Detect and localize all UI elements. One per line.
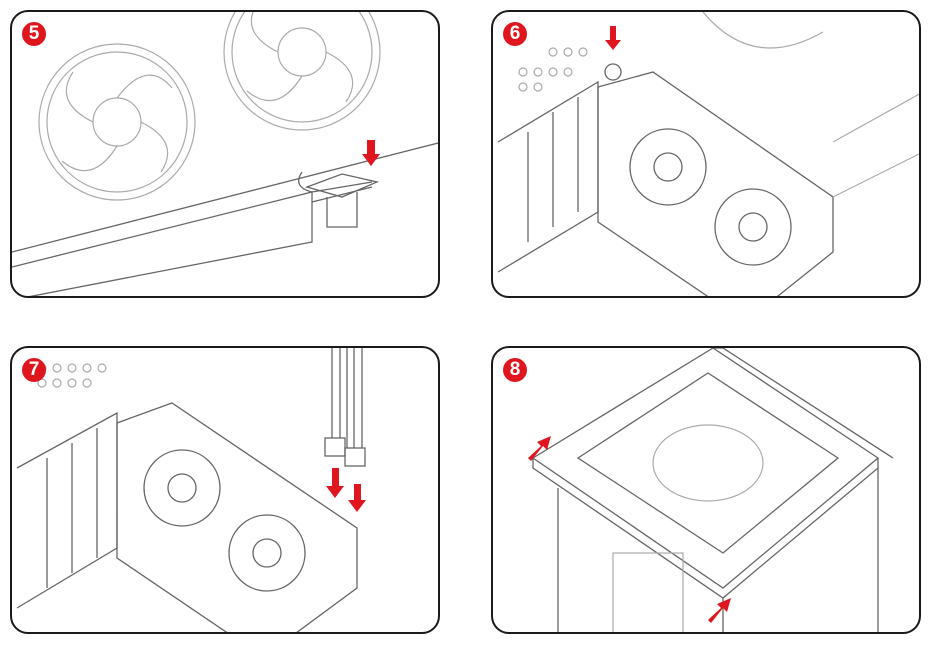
gpu-fan-icon bbox=[38, 43, 196, 201]
vent-grille bbox=[652, 424, 764, 502]
step-8-panel: 8 bbox=[491, 346, 921, 634]
step-6-panel: 6 bbox=[491, 10, 921, 298]
step-number-badge: 7 bbox=[22, 358, 46, 382]
gpu-fan-icon bbox=[714, 188, 792, 266]
down-arrow-icon bbox=[348, 484, 366, 512]
down-arrow-icon bbox=[605, 26, 621, 50]
down-arrow-icon bbox=[362, 140, 380, 166]
down-arrow-icon bbox=[326, 468, 344, 498]
screw-icon bbox=[604, 63, 622, 81]
gpu-fan-icon bbox=[228, 514, 306, 592]
side-panel-close-illustration bbox=[528, 348, 894, 632]
step-number-badge: 5 bbox=[22, 22, 46, 46]
gpu-fan-icon bbox=[223, 12, 381, 131]
gpu-fan-icon bbox=[629, 128, 707, 206]
gpu-power-connector-illustration bbox=[12, 12, 438, 296]
power-cable-connect-illustration bbox=[16, 348, 366, 632]
step-number-badge: 8 bbox=[503, 358, 527, 382]
diagonal-arrow-icon bbox=[708, 598, 731, 623]
step-7-panel: 7 bbox=[10, 346, 440, 634]
step-number-badge: 6 bbox=[503, 22, 527, 46]
gpu-fan-icon bbox=[143, 449, 221, 527]
gpu-install-illustration bbox=[497, 12, 919, 296]
diagonal-arrow-icon bbox=[528, 436, 551, 461]
step-5-panel: 5 bbox=[10, 10, 440, 298]
